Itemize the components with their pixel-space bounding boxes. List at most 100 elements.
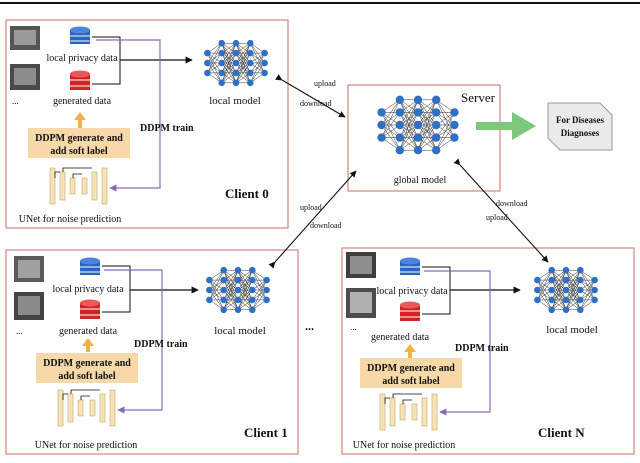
nn-node xyxy=(450,133,459,142)
nn-edge xyxy=(223,270,239,291)
diagnosis-line2: Diagnoses xyxy=(561,128,600,138)
client-1-unet-icon xyxy=(57,389,116,427)
nn-node xyxy=(220,296,227,304)
nn-node xyxy=(249,306,256,314)
client-0-privacy-label: local privacy data xyxy=(46,53,118,64)
nn-node xyxy=(548,266,555,274)
nn-node xyxy=(562,306,570,314)
nn-edge xyxy=(565,270,581,310)
client-n-up-arrow xyxy=(404,344,416,358)
nn-edge xyxy=(207,52,222,74)
nn-node xyxy=(220,286,227,294)
client-0-up-arrow xyxy=(74,112,86,128)
nn-edge xyxy=(235,43,251,74)
nn-edge xyxy=(537,279,552,301)
link-1-download: download xyxy=(310,221,342,230)
nn-node xyxy=(247,59,254,67)
nn-edge xyxy=(237,279,253,310)
nn-node xyxy=(432,120,441,130)
nn-edge xyxy=(551,270,567,301)
nn-node xyxy=(232,79,240,87)
nn-node xyxy=(562,266,570,274)
nn-edge xyxy=(399,99,419,126)
client-1-ddpm-line2: add soft label xyxy=(58,371,115,382)
nn-edge xyxy=(417,112,437,151)
nn-edge xyxy=(537,270,552,291)
nn-edge xyxy=(223,270,239,301)
nn-edge xyxy=(207,43,222,64)
nn-edge xyxy=(221,62,237,83)
nn-node xyxy=(232,39,240,47)
diagnosis-box xyxy=(547,102,613,151)
nn-node xyxy=(263,276,270,284)
nn-edge xyxy=(381,99,401,126)
nn-edge xyxy=(399,99,419,151)
client-n-local-model xyxy=(534,266,598,314)
nn-node xyxy=(234,266,242,274)
nn-edge xyxy=(381,112,401,138)
nn-node xyxy=(432,146,441,155)
client-1-generated-label: generated data xyxy=(59,326,118,337)
nn-edge xyxy=(250,52,265,83)
nn-node xyxy=(548,296,555,304)
client-0-ddpm-line2: add soft label xyxy=(50,146,107,157)
client-n-panel: ... local privacy data generated data DD… xyxy=(341,247,635,455)
nn-node xyxy=(261,59,268,67)
nn-node xyxy=(562,286,570,294)
nn-edge xyxy=(381,99,401,138)
nn-edge xyxy=(235,43,251,64)
nn-edge xyxy=(551,289,567,310)
nn-node xyxy=(234,306,242,314)
nn-edge xyxy=(417,124,437,151)
client-0-title: Client 0 xyxy=(225,186,269,201)
client-1-ddpm-train: DDPM train xyxy=(134,339,188,350)
nn-edge xyxy=(565,270,581,291)
nn-edge xyxy=(252,289,267,310)
client-n-ddpm-line2: add soft label xyxy=(382,376,439,387)
nn-node xyxy=(247,39,254,47)
nn-node xyxy=(220,306,227,314)
client-0-train-loop xyxy=(96,39,161,192)
nn-node xyxy=(548,286,555,294)
nn-node xyxy=(220,266,227,274)
nn-node xyxy=(232,49,240,57)
link-1-upload: upload xyxy=(300,203,322,212)
nn-node xyxy=(577,266,584,274)
client-1-up-arrow xyxy=(82,338,94,352)
nn-node xyxy=(577,276,584,284)
link-0-download: download xyxy=(300,99,332,108)
nn-edge xyxy=(221,43,237,83)
link-client-0-server xyxy=(275,74,346,118)
client-n-ddpm-train: DDPM train xyxy=(455,343,509,354)
nn-node xyxy=(232,59,240,67)
nn-node xyxy=(218,69,225,77)
nn-node xyxy=(204,49,211,57)
nn-edge xyxy=(435,124,455,151)
server-title: Server xyxy=(461,90,496,105)
nn-node xyxy=(206,296,213,304)
nn-edge xyxy=(235,43,251,83)
nn-node xyxy=(450,120,459,130)
nn-node xyxy=(591,286,598,294)
client-1-ddpm-line1: DDPM generate and xyxy=(43,358,131,369)
nn-node xyxy=(232,69,240,77)
nn-node xyxy=(395,108,404,117)
nn-edge xyxy=(209,270,224,291)
nn-edge xyxy=(223,289,239,310)
nn-node xyxy=(548,276,555,284)
nn-edge xyxy=(435,112,455,151)
diagnosis-arrow xyxy=(476,112,536,140)
nn-node xyxy=(261,69,268,77)
client-n-ddpm-box xyxy=(360,358,462,388)
client-0-generated-db-icon xyxy=(70,70,90,90)
nn-edge xyxy=(551,270,567,310)
nn-node xyxy=(218,59,225,67)
server-model-label: global model xyxy=(394,175,447,186)
client-0-ddpm-line1: DDPM generate and xyxy=(35,133,123,144)
nn-node xyxy=(591,296,598,304)
nn-node xyxy=(432,133,441,142)
nn-node xyxy=(377,108,386,117)
nn-node xyxy=(395,95,404,105)
nn-node xyxy=(220,276,227,284)
client-0-ddpm-box xyxy=(28,128,130,158)
